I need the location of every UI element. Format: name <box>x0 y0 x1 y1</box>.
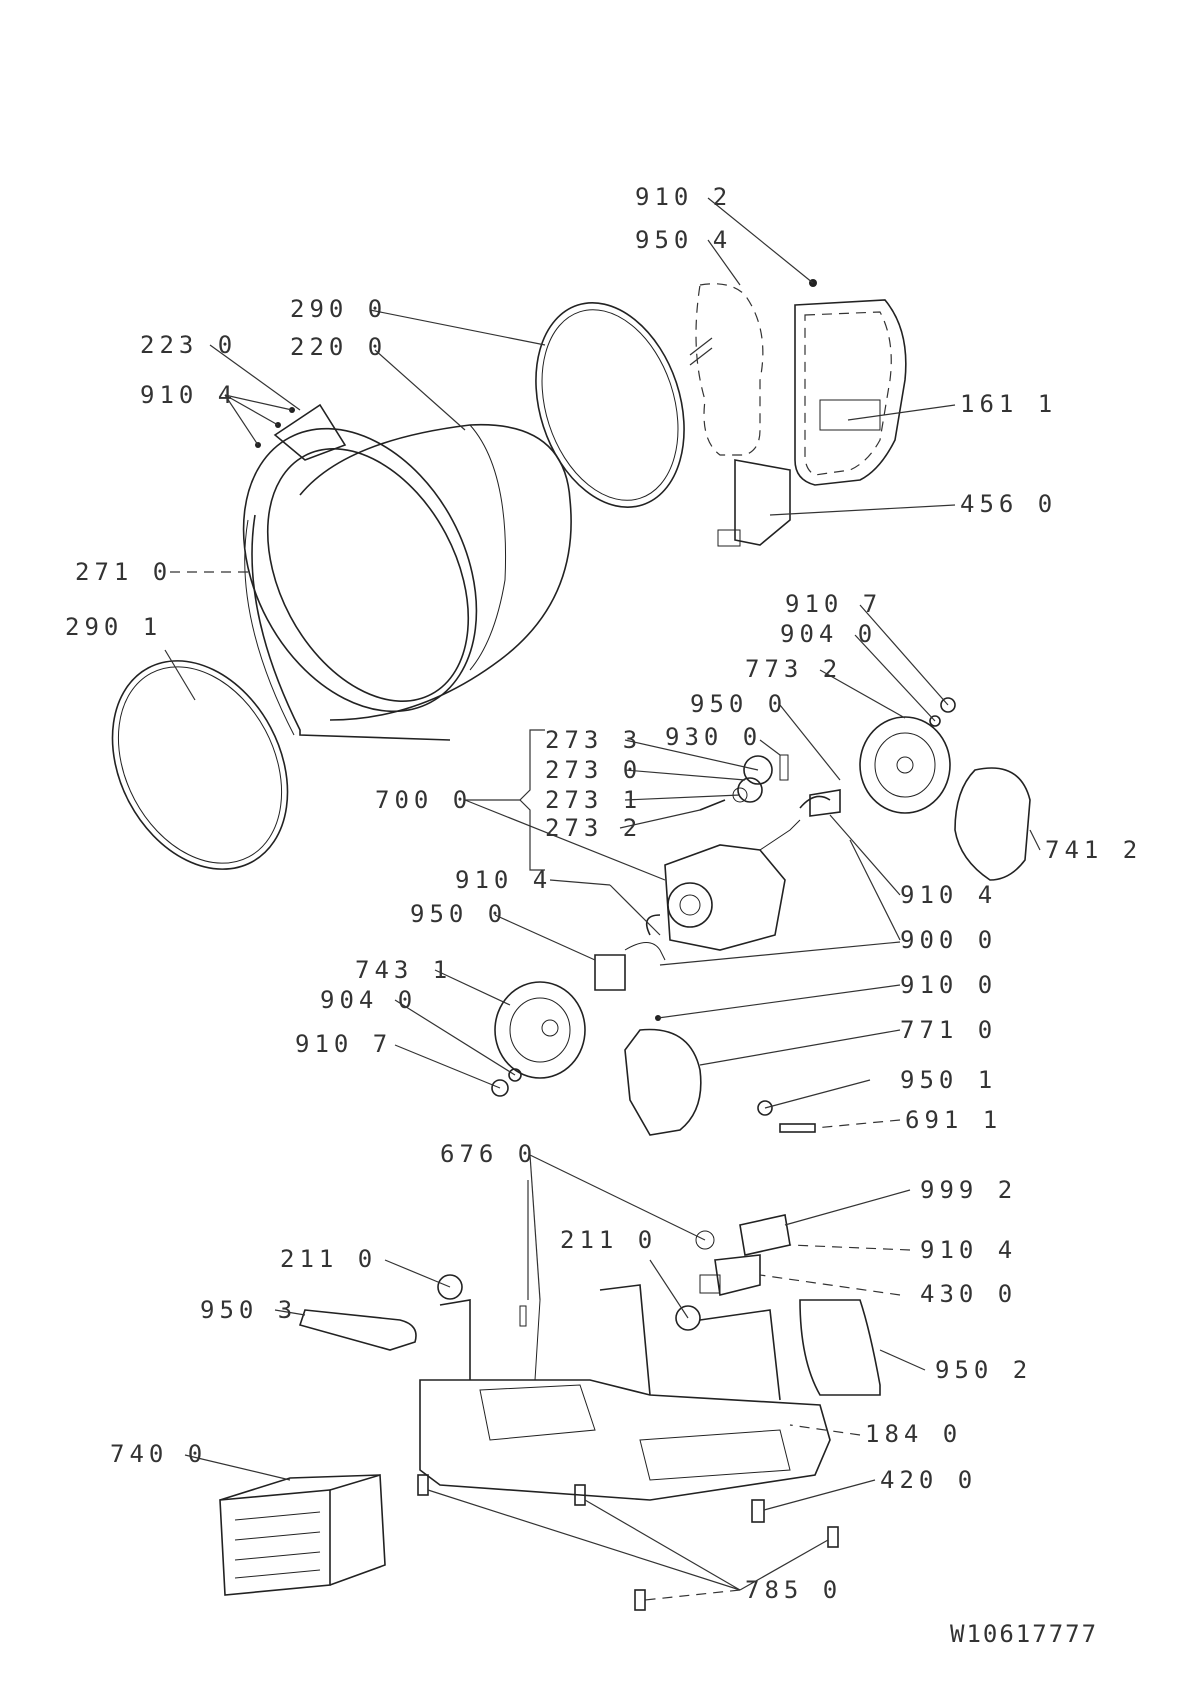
label-743-1: 743 1 <box>355 956 452 984</box>
rear-gasket-950-4 <box>689 283 764 456</box>
label-271-0: 271 0 <box>75 558 172 586</box>
fan-wheel-743-1 <box>494 981 586 1079</box>
part-labels: 910 2 950 4 290 0 223 0 220 0 910 4 161 … <box>65 183 1142 1648</box>
drum-belt-271 <box>244 514 451 741</box>
label-910-4-left: 910 4 <box>140 381 237 409</box>
bolt-691-1 <box>779 1123 816 1133</box>
label-184-0: 184 0 <box>865 1420 962 1448</box>
label-950-1: 950 1 <box>900 1066 997 1094</box>
lifter-223 <box>273 403 347 461</box>
seal-ring-290-1-inner <box>117 666 283 864</box>
foot-785-b <box>574 1484 586 1506</box>
label-910-0: 910 0 <box>900 971 997 999</box>
label-910-7-low: 910 7 <box>295 1030 392 1058</box>
label-273-0: 273 0 <box>545 756 642 784</box>
label-290-0: 290 0 <box>290 295 387 323</box>
drum-220 <box>242 423 572 721</box>
control-999-2 <box>695 1214 791 1256</box>
label-741-2: 741 2 <box>1045 836 1142 864</box>
clip-910-7-top <box>940 697 956 713</box>
pulley-273-0 <box>743 755 773 785</box>
label-999-2: 999 2 <box>920 1176 1017 1204</box>
motor-700 <box>645 754 841 951</box>
label-910-2-top: 910 2 <box>635 183 732 211</box>
sensor-456 <box>717 459 791 547</box>
label-223-0: 223 0 <box>140 331 237 359</box>
drawing-reference: W10617777 <box>950 1620 1098 1648</box>
fan-housing-771 <box>624 1028 702 1136</box>
label-773-2: 773 2 <box>745 655 842 683</box>
base-184 <box>419 1284 831 1501</box>
label-910-7-top: 910 7 <box>785 590 882 618</box>
foot-785-a <box>417 1474 429 1496</box>
label-785-0: 785 0 <box>745 1576 842 1604</box>
label-676-0: 676 0 <box>440 1140 537 1168</box>
filter-740 <box>219 1473 386 1596</box>
label-771-0: 771 0 <box>900 1016 997 1044</box>
label-950-3: 950 3 <box>200 1296 297 1324</box>
label-740-0: 740 0 <box>110 1440 207 1468</box>
lead-wire-900-0 <box>624 942 666 961</box>
label-910-4-right: 910 4 <box>900 881 997 909</box>
foot-785-d <box>634 1589 646 1611</box>
label-220-0: 220 0 <box>290 333 387 361</box>
gasket-950-2 <box>799 1299 881 1396</box>
label-456-0: 456 0 <box>960 490 1057 518</box>
rear-panel-161-1 <box>794 299 907 486</box>
washer-950-1 <box>757 1100 773 1116</box>
label-950-4: 950 4 <box>635 226 732 254</box>
label-211-0-left: 211 0 <box>280 1245 377 1273</box>
label-910-4-mid: 910 4 <box>455 866 552 894</box>
label-691-1: 691 1 <box>905 1106 1002 1134</box>
nut-904-0-top <box>929 715 941 727</box>
label-930-0: 930 0 <box>665 723 762 751</box>
roller-211-left <box>437 1274 463 1300</box>
seal-ring-290-0-inner <box>541 309 679 501</box>
seal-ring-290-1 <box>111 660 289 870</box>
label-950-0-mid: 950 0 <box>690 690 787 718</box>
nut-904-0-low <box>508 1068 522 1082</box>
label-910-4-low: 910 4 <box>920 1236 1017 1264</box>
label-273-3: 273 3 <box>545 726 642 754</box>
foot-785-c <box>827 1526 839 1548</box>
label-904-0-low: 904 0 <box>320 986 417 1014</box>
label-900-0: 900 0 <box>900 926 997 954</box>
label-950-0-low: 950 0 <box>410 900 507 928</box>
clip-420-0 <box>751 1499 765 1523</box>
label-211-0-mid: 211 0 <box>560 1226 657 1254</box>
label-161-1: 161 1 <box>960 390 1057 418</box>
label-700-0: 700 0 <box>375 786 472 814</box>
foam-strip-950-3 <box>298 1309 417 1351</box>
blower-wheel-773-2 <box>859 716 951 814</box>
leader-lines <box>164 197 1041 1601</box>
module-430-0 <box>699 1254 761 1296</box>
label-273-2: 273 2 <box>545 814 642 842</box>
clip-910-7-low <box>491 1079 509 1097</box>
roller-211-mid <box>675 1305 701 1331</box>
label-273-1: 273 1 <box>545 786 642 814</box>
seal-ring-290-0 <box>535 302 685 508</box>
label-430-0: 430 0 <box>920 1280 1017 1308</box>
fan-housing-741-2 <box>954 767 1031 881</box>
label-950-2: 950 2 <box>935 1356 1032 1384</box>
label-904-0-top: 904 0 <box>780 620 877 648</box>
label-420-0: 420 0 <box>880 1466 977 1494</box>
pad-950-0-low <box>594 954 626 991</box>
label-290-1: 290 1 <box>65 613 162 641</box>
